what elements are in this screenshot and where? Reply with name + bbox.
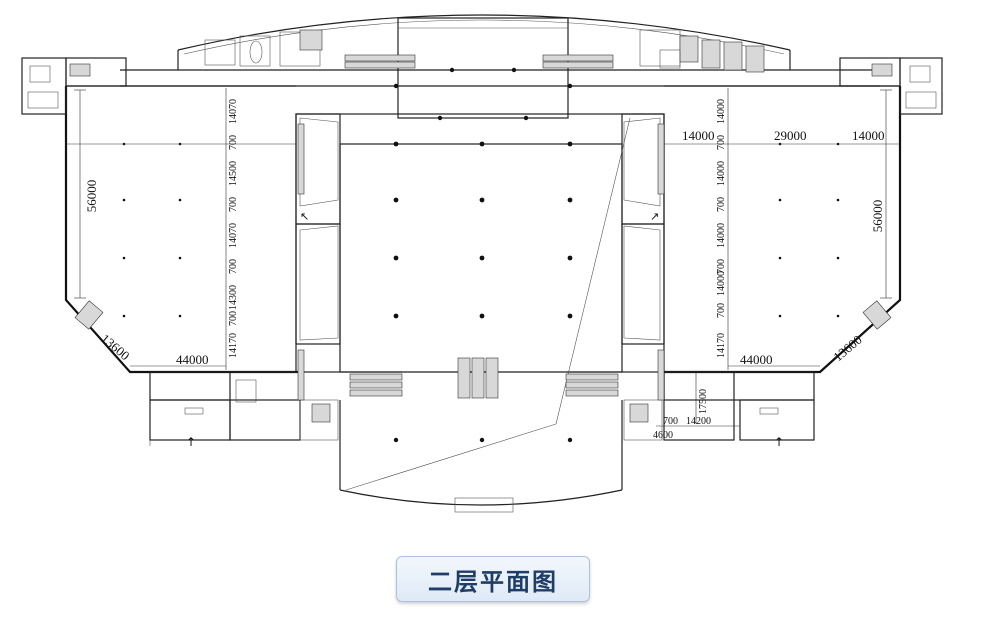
svg-text:↑: ↑ [186, 435, 196, 449]
structural-column [567, 141, 573, 147]
structural-column [393, 141, 399, 147]
dim-left-col-6: 14300 [228, 285, 239, 310]
dim-right-col-7: 700 [716, 303, 727, 318]
dim-left-span: 56000 [84, 180, 99, 213]
structural-column [479, 313, 485, 319]
dim-left-col-0: 14070 [228, 99, 239, 124]
structural-column [393, 313, 399, 319]
dim-right-col-5: 700 [716, 259, 727, 274]
structural-column [567, 255, 573, 261]
dim-left-bottom: 44000 [176, 352, 209, 367]
svg-text:↑: ↑ [774, 435, 784, 449]
structural-column [567, 313, 573, 319]
structural-column [178, 256, 182, 260]
structural-column [393, 255, 399, 261]
structural-column [122, 314, 126, 318]
dim-right-bottom: 44000 [740, 352, 773, 367]
structural-column [479, 197, 485, 203]
structural-column [567, 437, 573, 443]
structural-column [836, 256, 840, 260]
structural-column [778, 314, 782, 318]
structural-column [567, 83, 573, 89]
plan-title: 二层平面图 [428, 567, 558, 596]
structural-column [479, 437, 485, 443]
structural-column [178, 198, 182, 202]
dim-left-col-8: 14170 [228, 333, 239, 358]
dim-left-col-5: 700 [228, 259, 239, 274]
dim-right-top-2: 14000 [852, 128, 885, 143]
structural-column [178, 314, 182, 318]
dim-right-col-1: 700 [716, 135, 727, 150]
structural-column [511, 67, 517, 73]
structural-column [449, 67, 455, 73]
dim-right-col-3: 700 [716, 197, 727, 212]
structural-column [479, 255, 485, 261]
dim-left-col-4: 14070 [228, 223, 239, 248]
structural-column [778, 198, 782, 202]
structural-column [393, 437, 399, 443]
dim-right-col-4: 14000 [716, 223, 727, 248]
dim-right-col-8: 14170 [716, 333, 727, 358]
svg-text:↖: ↖ [300, 210, 309, 223]
structural-column [393, 83, 399, 89]
dim-right-col-0: 14000 [716, 99, 727, 124]
structural-column [122, 256, 126, 260]
structural-column [836, 314, 840, 318]
dim-left-col-2: 14500 [228, 161, 239, 186]
dim-right-top-mid: 29000 [774, 128, 807, 143]
dim-left-col-7: 700 [228, 311, 239, 326]
structural-column [122, 198, 126, 202]
dim-right-low-14200: 14200 [686, 416, 711, 427]
dim-left-col-1: 700 [228, 135, 239, 150]
dim-right-low-700: 700 [663, 416, 678, 427]
dim-right-low-17500: 17500 [698, 389, 709, 414]
svg-text:↗: ↗ [650, 210, 659, 223]
dim-left-diag: 13600 [98, 331, 133, 363]
structural-column [437, 115, 443, 121]
structural-column [479, 141, 485, 147]
dim-left-col-3: 700 [228, 197, 239, 212]
structural-column [778, 256, 782, 260]
title-box: 二层平面图 [396, 556, 590, 602]
structural-column [523, 115, 529, 121]
dim-right-top-1: 14000 [682, 128, 715, 143]
dim-right-col-6: 14000 [716, 271, 727, 296]
dim-right-span: 56000 [870, 200, 885, 233]
structural-column [567, 197, 573, 203]
structural-column [393, 197, 399, 203]
structural-column [836, 198, 840, 202]
dim-right-col-2: 14000 [716, 161, 727, 186]
dim-right-low-4600: 4600 [653, 430, 673, 441]
